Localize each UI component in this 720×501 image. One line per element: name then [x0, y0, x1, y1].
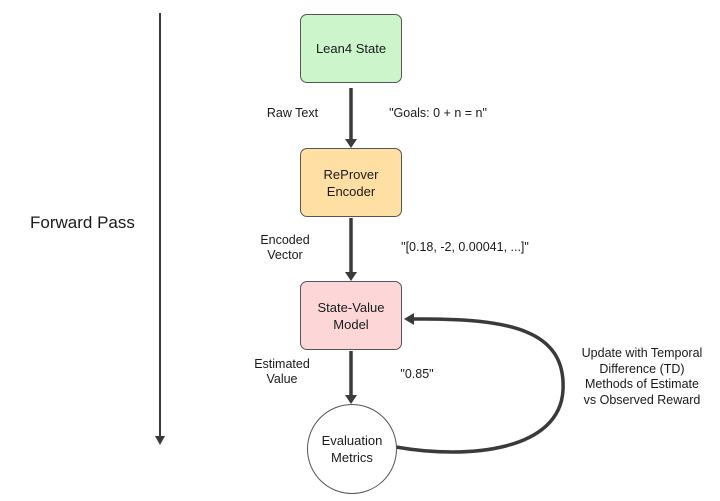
- estimated-value-label: Estimated Value: [254, 357, 310, 386]
- raw-text-example: "Goals: 0 + n = n": [389, 106, 487, 120]
- arrowhead-model-to-evaluation: [345, 395, 357, 404]
- raw-text-label: Raw Text: [266, 106, 319, 120]
- forward-pass-arrowhead: [155, 436, 165, 445]
- evaluation-metrics-circle[interactable]: Evaluation Metrics: [307, 404, 397, 494]
- reprover-encoder-box[interactable]: ReProver Encoder: [300, 148, 402, 217]
- encoded-vector-example: "[0.18, -2, 0.00041, ...]": [401, 240, 529, 254]
- arrowhead-state-to-encoder: [345, 139, 357, 148]
- lean-state-box[interactable]: Lean4 State: [300, 14, 402, 83]
- feedback-loop-arrow: [395, 317, 565, 454]
- feedback-arrowhead: [404, 313, 414, 325]
- estimated-value-example: "0.85": [400, 367, 434, 381]
- td-update-annotation: Update with Temporal Difference (TD) Met…: [581, 346, 703, 407]
- encoded-vector-label: Encoded Vector: [260, 233, 310, 262]
- forward-pass-label: Forward Pass: [30, 213, 135, 232]
- arrowhead-encoder-to-model: [345, 272, 357, 281]
- state-value-model-box[interactable]: State-Value Model: [300, 281, 402, 350]
